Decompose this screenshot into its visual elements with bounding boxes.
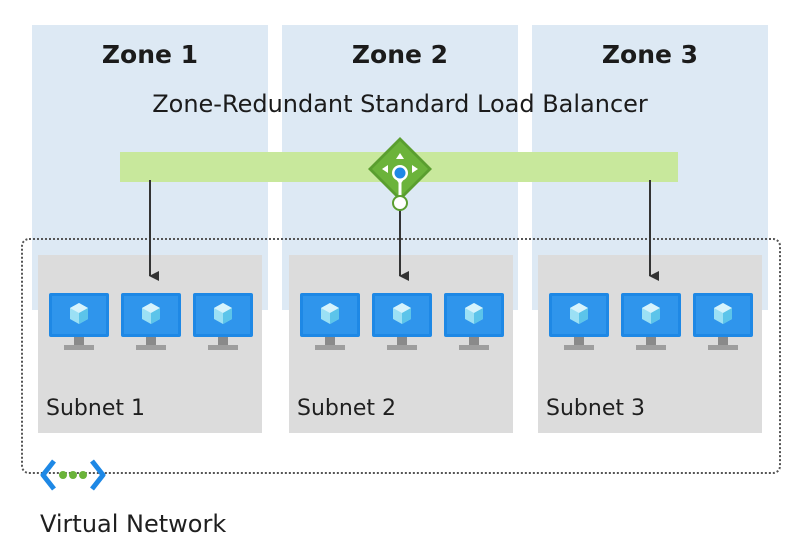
- virtual-machine-icon: [620, 292, 682, 352]
- virtual-machine-icon: [120, 292, 182, 352]
- zone-1-title: Zone 1: [101, 40, 199, 69]
- virtual-machine-icon: [692, 292, 754, 352]
- virtual-network-icon: [40, 459, 106, 491]
- virtual-network-label: Virtual Network: [40, 510, 227, 538]
- subnet-3-label: Subnet 3: [546, 396, 645, 421]
- zone-3-title: Zone 3: [601, 40, 699, 69]
- subnet-1-label: Subnet 1: [46, 396, 145, 421]
- virtual-machine-icon: [371, 292, 433, 352]
- virtual-machine-icon: [192, 292, 254, 352]
- zone-2-title: Zone 2: [351, 40, 449, 69]
- virtual-machine-icon: [48, 292, 110, 352]
- load-balancer-title: Zone-Redundant Standard Load Balancer: [152, 90, 648, 118]
- load-balancer-icon: [368, 137, 432, 211]
- virtual-machine-icon: [443, 292, 505, 352]
- virtual-machine-icon: [548, 292, 610, 352]
- virtual-machine-icon: [299, 292, 361, 352]
- subnet-2-label: Subnet 2: [297, 396, 396, 421]
